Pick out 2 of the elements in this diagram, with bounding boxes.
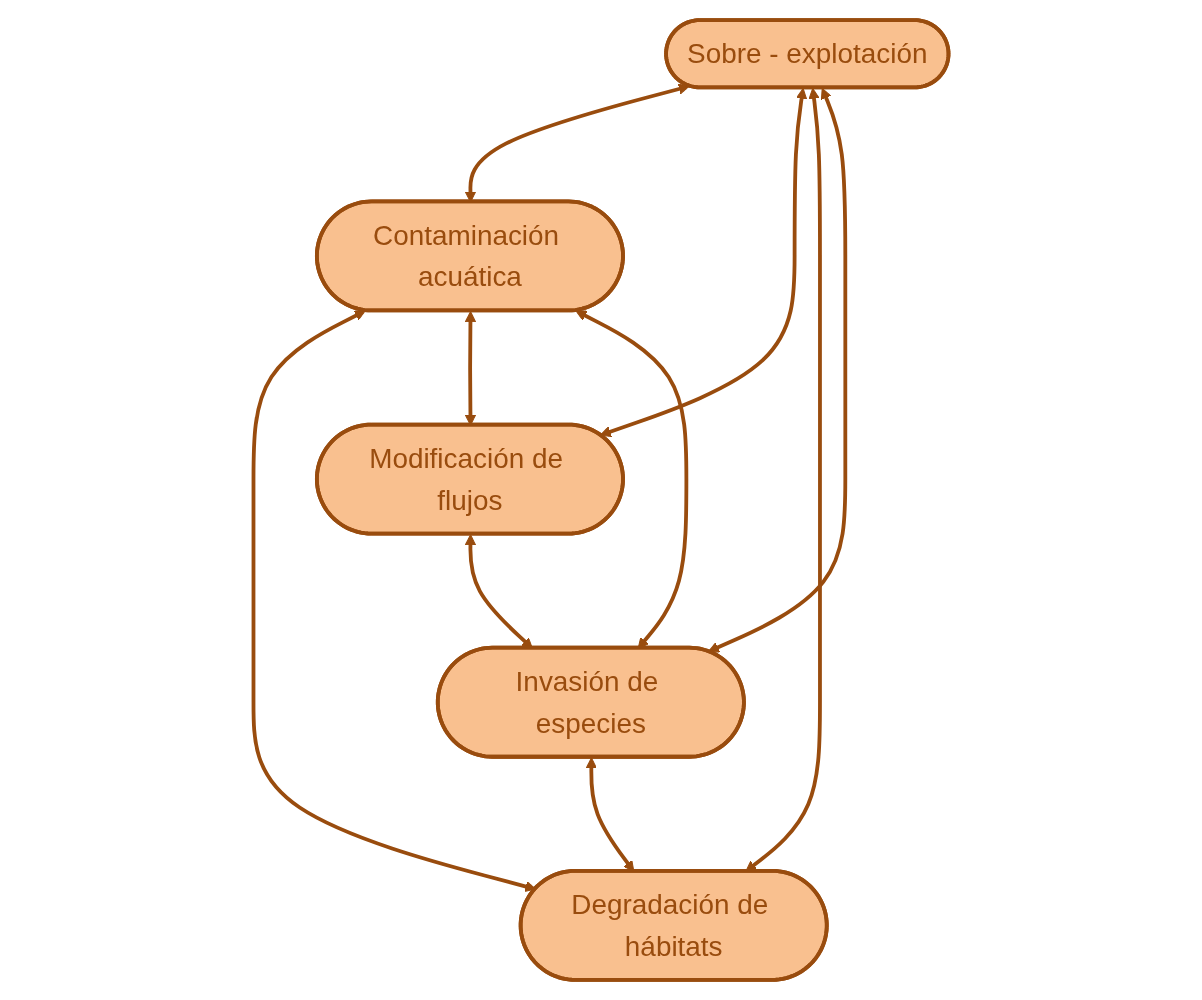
arrow bbox=[599, 87, 808, 438]
arrow bbox=[707, 87, 848, 653]
